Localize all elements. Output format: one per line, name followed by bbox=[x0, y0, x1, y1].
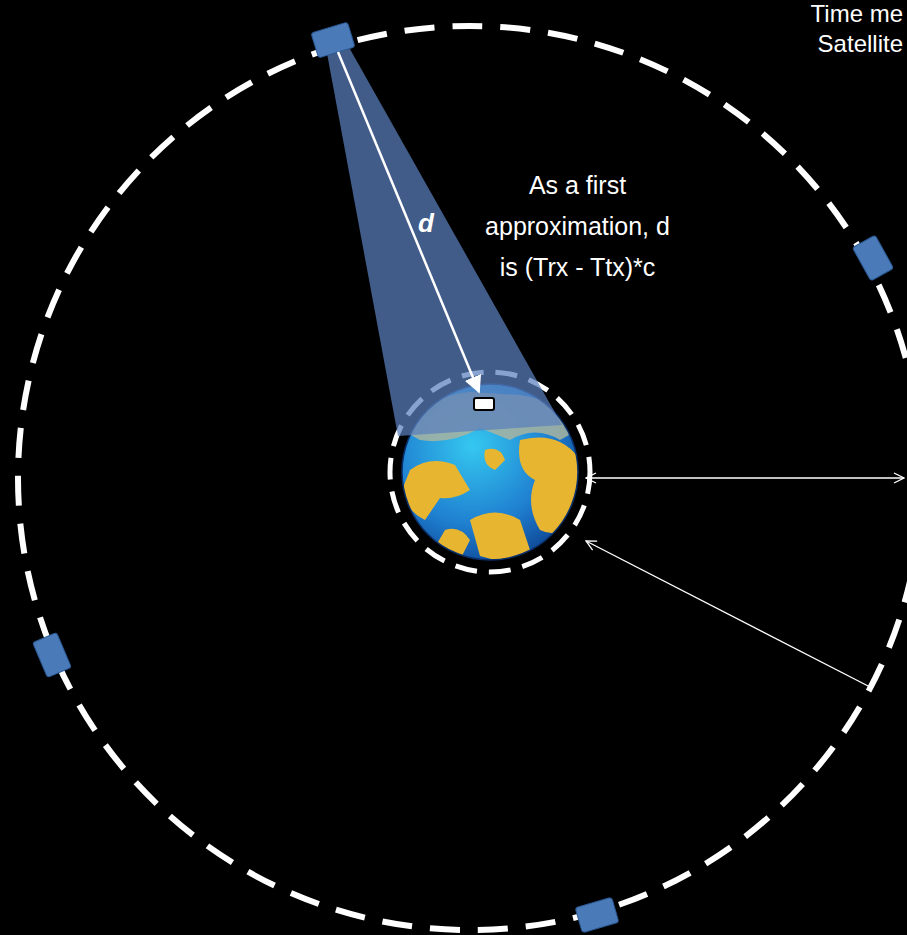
distance-arrow bbox=[338, 52, 479, 392]
satellite bbox=[311, 22, 355, 58]
heading-fragment: Time me bbox=[811, 0, 903, 28]
satellite bbox=[33, 632, 72, 677]
satellite bbox=[575, 897, 619, 932]
receiver bbox=[474, 398, 494, 410]
approximation-note: As a first approximation, d is (Trx - Tt… bbox=[481, 165, 674, 288]
satellite bbox=[852, 235, 893, 281]
dimension-arrow bbox=[586, 477, 904, 478]
orbit-ring bbox=[18, 26, 907, 930]
leader-arrow bbox=[586, 541, 872, 688]
heading-fragment: Satellite bbox=[818, 30, 903, 58]
distance-symbol: d bbox=[418, 208, 434, 239]
